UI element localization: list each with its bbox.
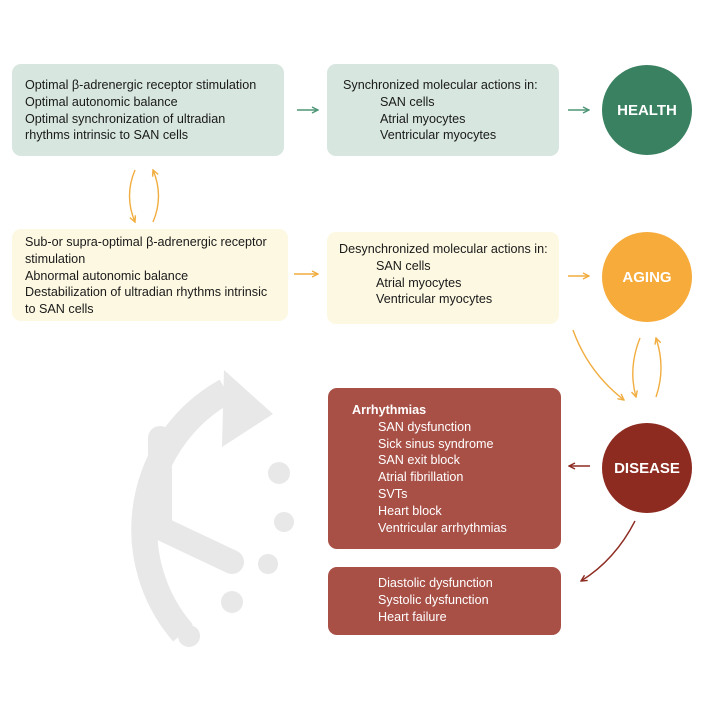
- health-condition-line: Optimal autonomic balance: [25, 94, 178, 109]
- heart-failure-item: Diastolic dysfunction: [378, 576, 493, 590]
- aging-condition-line: Destabilization of ultradian rhythms int…: [25, 285, 268, 300]
- arrhythmias-title: Arrhythmias: [352, 403, 427, 417]
- desynchronized-title: Desynchronized molecular actions in:: [339, 242, 548, 256]
- arrow-disease-up: [656, 338, 662, 398]
- aging-state-circle: AGING: [602, 232, 692, 322]
- arrhythmia-item: Ventricular arrhythmias: [378, 520, 507, 535]
- heart-failure-box: Diastolic dysfunction Systolic dysfuncti…: [328, 567, 561, 635]
- health-condition-line: rhythms intrinsic to SAN cells: [25, 128, 189, 143]
- desynchronized-actions-box: Desynchronized molecular actions in: SAN…: [327, 232, 559, 324]
- aging-condition-line: to SAN cells: [25, 302, 94, 317]
- desynchronized-item: SAN cells: [376, 258, 431, 273]
- disease-state-label: DISEASE: [614, 459, 680, 477]
- arrhythmia-item: Sick sinus syndrome: [378, 436, 494, 451]
- synchronized-item: SAN cells: [380, 94, 435, 109]
- aging-condition-line: stimulation: [25, 251, 86, 266]
- synchronized-title: Synchronized molecular actions in:: [343, 78, 538, 92]
- arrow-desync-to-disease: [572, 329, 624, 400]
- aging-conditions-box: Sub-or supra-optimal β-adrenergic recept…: [12, 229, 288, 321]
- health-condition-line: Optimal synchronization of ultradian: [25, 111, 226, 126]
- arrhythmia-item: SVTs: [378, 486, 408, 501]
- heart-failure-item: Systolic dysfunction: [378, 592, 489, 607]
- aging-condition-line: Sub-or supra-optimal β-adrenergic recept…: [25, 235, 267, 249]
- desynchronized-item: Ventricular myocytes: [376, 292, 493, 307]
- aging-state-label: AGING: [622, 268, 672, 286]
- arrow-health-down: [128, 169, 136, 222]
- health-conditions-box: Optimal β-adrenergic receptor stimulatio…: [12, 64, 284, 156]
- desynchronized-item: Atrial myocytes: [376, 275, 462, 290]
- health-state-label: HEALTH: [617, 101, 677, 119]
- arrhythmia-item: Heart block: [378, 503, 442, 518]
- disease-state-circle: DISEASE: [602, 423, 692, 513]
- arrhythmias-box: Arrhythmias SAN dysfunction Sick sinus s…: [328, 388, 561, 549]
- heart-failure-item: Heart failure: [378, 609, 447, 624]
- synchronized-item: Ventricular myocytes: [380, 128, 497, 143]
- arrhythmia-item: SAN exit block: [378, 453, 460, 468]
- health-state-circle: HEALTH: [602, 65, 692, 155]
- aging-condition-line: Abnormal autonomic balance: [25, 268, 189, 283]
- arrhythmia-item: Atrial fibrillation: [378, 470, 464, 485]
- health-condition-line: Optimal β-adrenergic receptor stimulatio…: [25, 78, 257, 92]
- arrow-aging-up: [153, 170, 160, 223]
- synchronized-actions-box: Synchronized molecular actions in: SAN c…: [327, 64, 559, 156]
- arrow-aging-down: [633, 337, 641, 397]
- arrow-disease-to-heart-failure: [581, 520, 636, 581]
- arrhythmia-item: SAN dysfunction: [378, 419, 472, 434]
- synchronized-item: Atrial myocytes: [380, 111, 466, 126]
